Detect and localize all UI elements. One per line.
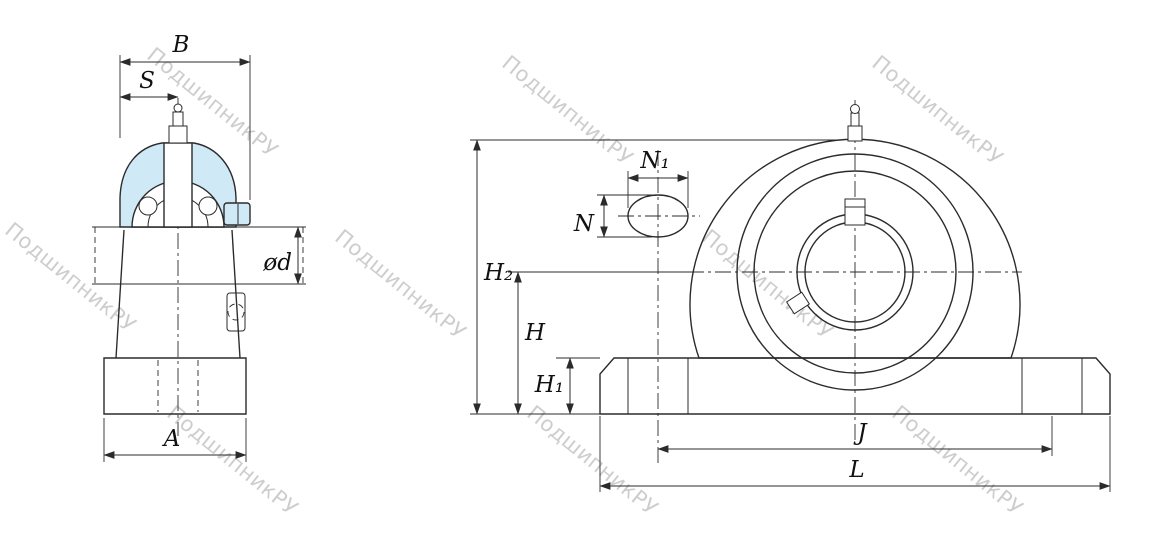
body-edge-left <box>115 229 125 359</box>
body-edge-right <box>231 229 241 359</box>
dim-label-H1: H₁ <box>534 372 564 398</box>
dim-label-A: A <box>162 426 181 452</box>
dim-label-L: L <box>848 457 864 483</box>
shaft-section <box>163 142 193 228</box>
dim-label-H: H <box>524 320 546 346</box>
dim-label-S: S <box>139 68 155 94</box>
side-boss-hole-hidden <box>227 303 245 321</box>
set-screw-side <box>785 291 811 315</box>
dim-label-N1: N₁ <box>639 148 669 174</box>
dim-label-N: N <box>573 211 595 237</box>
ball-left <box>138 196 158 216</box>
base-front <box>599 357 1111 415</box>
ball-right <box>198 196 218 216</box>
side-view: B S ød A <box>92 32 306 462</box>
zerk-tip <box>850 104 860 114</box>
front-view: N₁ N H₂ H H₁ J <box>470 100 1111 492</box>
dim-label-J: J <box>853 420 868 446</box>
zerk-tip-side <box>173 103 183 113</box>
dim-label-od: ød <box>262 250 292 276</box>
grub-screw-side <box>223 202 251 226</box>
side-boss <box>226 292 246 332</box>
outer-ring-circle <box>753 170 957 374</box>
zerk-base-side <box>168 125 188 144</box>
dim-label-B: B <box>172 32 190 58</box>
zerk-stem-side <box>172 111 184 127</box>
set-screw-top <box>844 198 866 226</box>
zerk-stem <box>850 112 860 127</box>
base-side <box>103 357 247 415</box>
dim-label-H2: H₂ <box>483 260 513 286</box>
zerk-base <box>847 125 863 142</box>
housing-bore-circle <box>736 153 974 391</box>
